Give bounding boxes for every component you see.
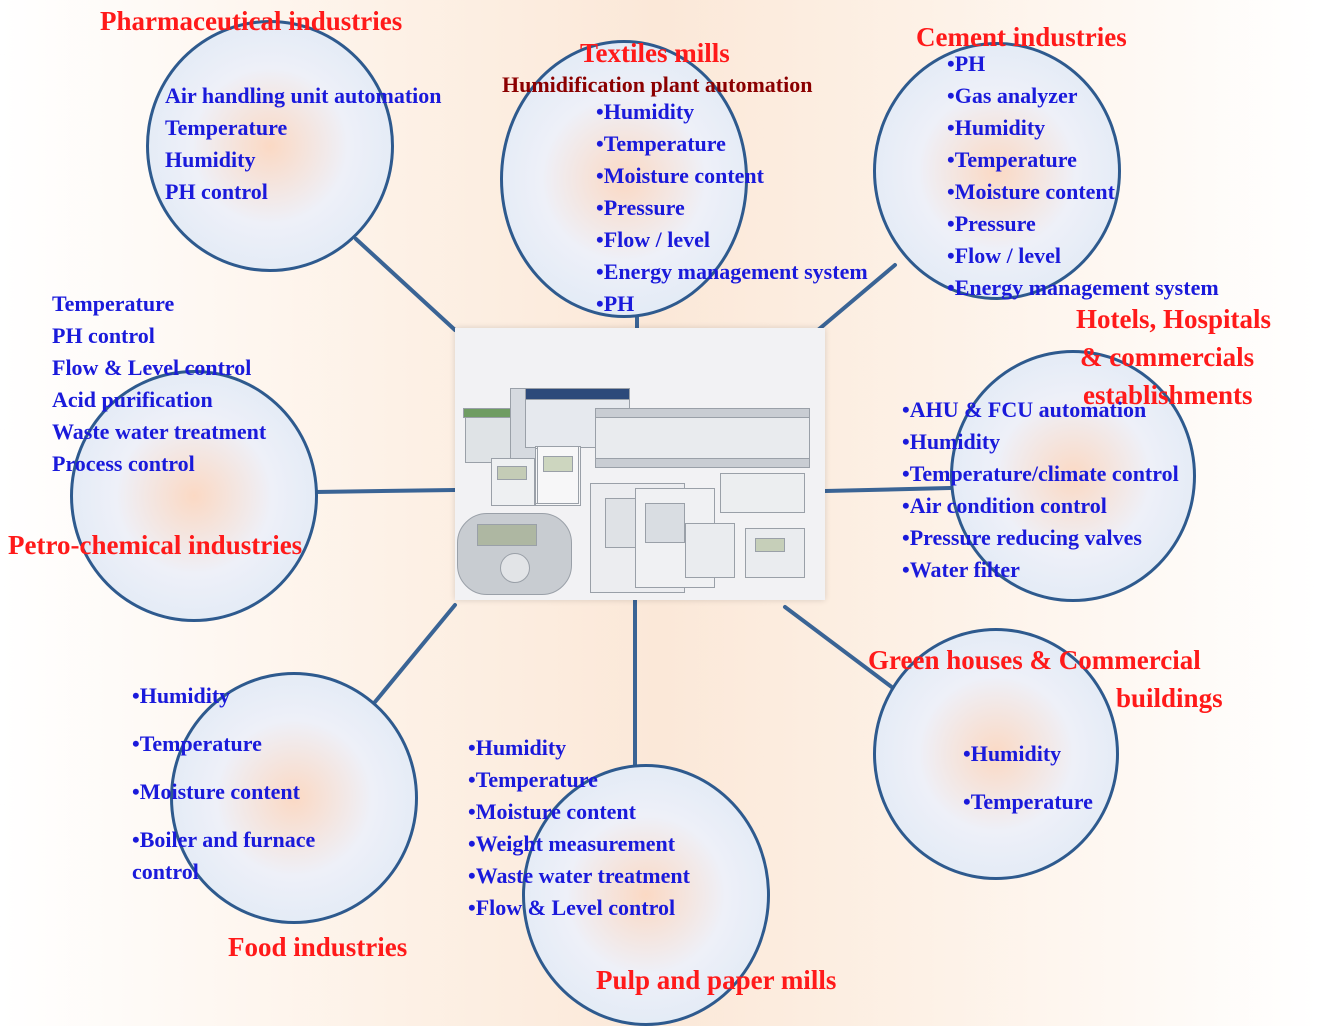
list-item: •Gas analyzer <box>947 83 1078 108</box>
compact-controller-display <box>755 538 785 552</box>
list-item: control <box>132 859 199 884</box>
list-item: •Humidity <box>132 683 231 708</box>
compact-controller <box>720 473 805 513</box>
list-item: Temperature <box>52 291 175 316</box>
list-item: •Temperature <box>596 131 726 156</box>
list-pulp: •Humidity •Temperature •Moisture content… <box>468 732 690 924</box>
thermostat-245 <box>537 446 579 504</box>
controller-module-green-terminals <box>463 408 517 418</box>
compact-controller-3 <box>745 528 805 578</box>
connector-petro <box>313 488 457 494</box>
title-green-line-2: buildings <box>1116 683 1223 713</box>
list-item: •Moisture content <box>132 779 300 804</box>
list-item: Process control <box>52 451 195 476</box>
list-item: •Temperature <box>947 147 1077 172</box>
list-item: •Humidity <box>468 735 567 760</box>
list-item: PH control <box>52 323 155 348</box>
list-pharma: Air handling unit automation Temperature… <box>165 80 442 208</box>
title-hotels-line-3: establishments <box>1083 380 1253 410</box>
list-item: PH control <box>165 179 268 204</box>
list-item: •Pressure <box>596 195 685 220</box>
wall-display-screen <box>497 466 527 480</box>
list-item: •Pressure reducing valves <box>902 525 1142 550</box>
list-item: •Moisture content <box>596 163 764 188</box>
list-item: •Temperature <box>468 767 598 792</box>
list-item: •Air condition control <box>902 493 1107 518</box>
connector-hotels <box>823 486 952 493</box>
title-cement: Cement industries <box>916 22 1127 52</box>
circle-green <box>873 628 1119 880</box>
subtitle-textiles: Humidification plant automation <box>502 72 813 97</box>
title-textiles: Textiles mills <box>580 38 730 68</box>
list-item: •Temperature <box>963 789 1093 814</box>
title-pharma: Pharmaceutical industries <box>100 6 403 36</box>
list-item: •PH <box>596 291 635 316</box>
circle-pharma <box>146 20 394 272</box>
title-hotels-line-1: Hotels, Hospitals <box>1076 304 1272 334</box>
list-item: Temperature <box>165 115 288 140</box>
list-hotels: •AHU & FCU automation •Humidity •Tempera… <box>902 394 1179 586</box>
list-item: •Water filter <box>902 557 1020 582</box>
operator-unit-screen <box>477 524 537 546</box>
connector-food <box>368 603 457 710</box>
list-item: •Moisture content <box>468 799 636 824</box>
rack-terminals-bottom <box>595 458 810 468</box>
circle-food <box>170 672 418 924</box>
connector-cement <box>816 263 897 332</box>
rack-terminals-top <box>595 408 810 418</box>
title-pulp: Pulp and paper mills <box>596 965 837 995</box>
list-green: •Humidity •Temperature <box>963 730 1093 826</box>
list-item: •Moisture content <box>947 179 1115 204</box>
list-item: •AHU & FCU automation <box>902 397 1147 422</box>
list-item: •Humidity <box>947 115 1046 140</box>
list-item: •Flow / level <box>596 227 711 252</box>
thermostat-245-screen <box>543 456 573 472</box>
circle-pulp <box>522 764 770 1026</box>
list-item: •Temperature <box>132 731 262 756</box>
connector-green <box>783 605 895 690</box>
list-item: •Energy management system <box>596 259 868 284</box>
list-item: •Pressure <box>947 211 1036 236</box>
list-item: Air handling unit automation <box>165 83 442 108</box>
title-petro: Petro-chemical industries <box>8 530 303 560</box>
list-item: •Boiler and furnace <box>132 827 316 852</box>
circle-petro <box>70 370 318 622</box>
list-item: •PH <box>947 51 986 76</box>
circle-cement <box>873 42 1121 300</box>
list-petro: Temperature PH control Flow & Level cont… <box>52 288 266 480</box>
list-textiles: •Humidity •Temperature •Moisture content… <box>596 96 868 320</box>
list-item: Humidity <box>165 147 256 172</box>
io-module-center-window <box>645 503 685 543</box>
list-food: •Humidity •Temperature •Moisture content… <box>132 672 315 888</box>
list-item: •Flow & Level control <box>468 895 676 920</box>
list-item: Acid purification <box>52 387 213 412</box>
list-cement: •PH •Gas analyzer •Humidity •Temperature… <box>947 48 1219 304</box>
list-item: Flow & Level control <box>52 355 252 380</box>
circle-hotels <box>950 350 1196 602</box>
connector-pharma <box>354 237 457 332</box>
list-item: •Humidity <box>963 741 1062 766</box>
controllers-image <box>455 328 825 600</box>
list-item: •Humidity <box>902 429 1001 454</box>
title-green-line-1: Green houses & Commercial <box>868 645 1201 675</box>
list-item: Waste water treatment <box>52 419 267 444</box>
circle-textiles <box>500 40 748 318</box>
list-item: •Humidity <box>596 99 695 124</box>
title-food: Food industries <box>228 932 408 962</box>
list-item: •Waste water treatment <box>468 863 690 888</box>
list-item: •Flow / level <box>947 243 1062 268</box>
list-item: •Weight measurement <box>468 831 676 856</box>
compact-controller-2 <box>685 523 735 578</box>
list-item: •Temperature/climate control <box>902 461 1179 486</box>
controller-enclosure-top <box>525 388 630 400</box>
list-item: •Energy management system <box>947 275 1219 300</box>
operator-unit-knob <box>500 553 530 583</box>
title-hotels-line-2: & commercials <box>1080 342 1255 372</box>
